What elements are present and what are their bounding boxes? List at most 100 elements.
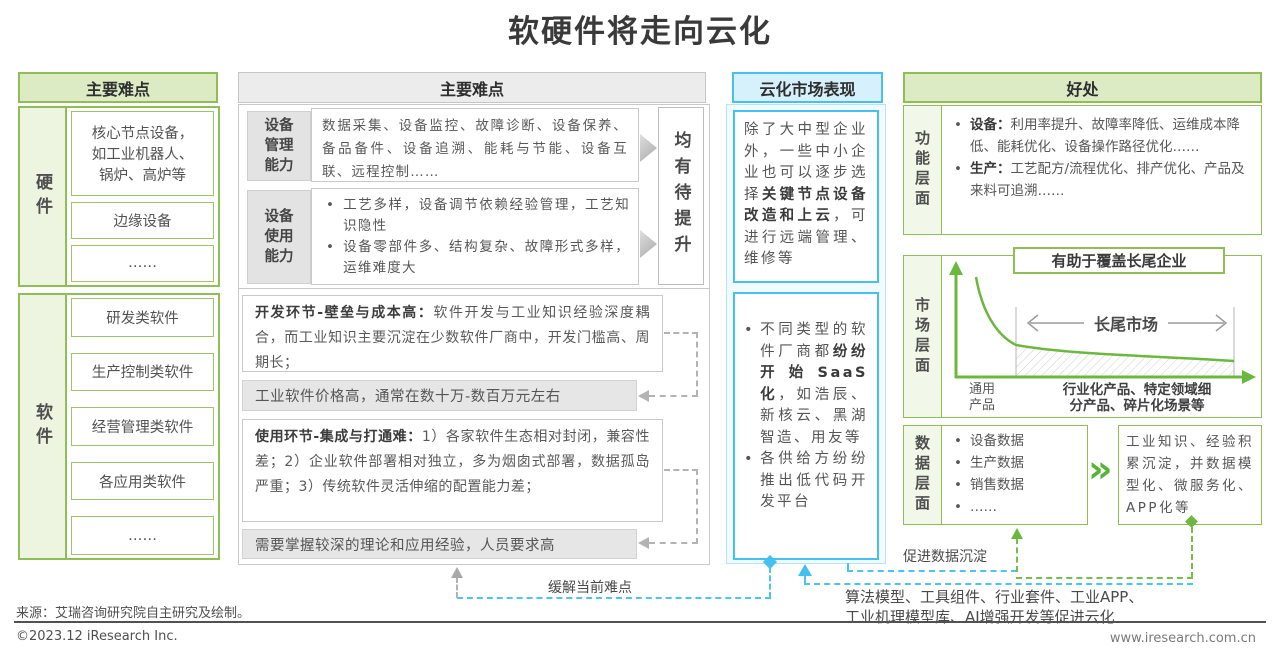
bullet-text: 不同类型的软件厂商都纷纷开始SaaS化，如浩辰、新核云、黑湖智造、用友等	[760, 320, 868, 449]
difficulty-panel-header: 主要难点	[238, 72, 706, 103]
website-url: www.iresearch.com.cn	[1109, 631, 1256, 646]
connector-line	[804, 583, 1193, 585]
connector-line	[649, 542, 698, 544]
connector-line	[1016, 577, 1193, 579]
bullet-dot: •	[744, 322, 756, 338]
bullet-text: 生产：工艺配方/流程优化、排产优化、产品及来料可追溯……	[970, 158, 1253, 202]
b1-pre: 不同类型的软件厂商都	[760, 322, 868, 360]
data-layer-label: 数据层面	[904, 426, 942, 524]
fb1-text: 工艺配方/流程优化、排产优化、产品及来料可追溯……	[969, 161, 1245, 199]
left-arrow-icon	[638, 537, 649, 549]
cloud-box1-post: ，可进行远端管理、维修等	[744, 208, 869, 267]
x-label-generic: 通用 产品	[968, 382, 995, 413]
hardware-item: 边缘设备	[71, 201, 214, 239]
device-usage-bullet: 设备零部件多、结构复杂、故障形式多样，运维难度大	[320, 237, 630, 279]
copyright-note: ©2023.12 iResearch Inc.	[16, 629, 178, 644]
b1-bold: 纷纷开始SaaS化	[760, 343, 868, 403]
usage-difficulty-text: 1）各家软件生态相对封闭，兼容性差；2）企业软件部署相对独立，多为烟囱式部署，数…	[255, 429, 650, 495]
cloud-market-box2: • 不同类型的软件厂商都纷纷开始SaaS化，如浩辰、新核云、黑湖智造、用友等 •…	[733, 292, 879, 560]
bullet-text: 设备零部件多、结构复杂、故障形式多样，运维难度大	[343, 239, 630, 276]
price-difficulty-box: 工业软件价格高，通常在数十万-数百万元左右	[242, 380, 637, 411]
hardware-group-label: 硬件	[20, 108, 67, 285]
left-panel-header: 主要难点	[18, 72, 218, 103]
cloud-box2-bullet1: • 不同类型的软件厂商都纷纷开始SaaS化，如浩辰、新核云、黑湖智造、用友等	[744, 320, 868, 449]
up-arrow-icon	[798, 564, 812, 576]
up-arrow-icon	[451, 567, 463, 578]
source-note: 来源：艾瑞咨询研究院自主研究及绘制。	[16, 606, 251, 621]
long-tail-chart-svg: 长尾市场	[949, 261, 1256, 384]
footer-divider	[14, 621, 1266, 623]
function-bullet: 生产：工艺配方/流程优化、排产优化、产品及来料可追溯……	[948, 158, 1253, 202]
needs-improvement-box: 均有待提升	[658, 107, 704, 285]
cloudify-line2: 工业机理模型库、AI增强开发等促进云化	[845, 608, 1115, 626]
talent-difficulty-box: 需要掌握较深的理论和应用经验，人员要求高	[242, 529, 637, 559]
connector-line	[769, 567, 771, 598]
data-layer-row: 数据层面 设备数据 生产数据 销售数据 ……	[903, 425, 1088, 525]
left-arrow-icon	[638, 390, 649, 402]
software-item: 经营管理类软件	[71, 407, 214, 446]
cloud-market-box1: 除了大中型企业外，一些中小企业也可以逐步选择关键节点设备改造和上云，可进行远端管…	[733, 110, 879, 283]
usage-difficulty-lead: 使用环节-集成与打通难：	[255, 429, 422, 445]
cloud-box1-pre: 除了大中型企业外，一些中小企业也可以逐步选择	[744, 122, 868, 203]
function-bullet: 设备：利用率提升、故障率降低、运维成本降低、能耗优化、设备操作路径优化……	[948, 114, 1253, 158]
software-item: ……	[71, 516, 214, 555]
function-layer-label: 功能层面	[904, 106, 942, 234]
data-bullet: 设备数据	[948, 430, 1079, 452]
data-bullet: 生产数据	[948, 452, 1079, 474]
bullet-text: 销售数据	[969, 477, 1024, 493]
long-tail-annotation: 长尾市场	[1094, 315, 1158, 334]
development-difficulty-lead: 开发环节-壁垒与成本高：	[255, 305, 434, 321]
device-management-text: 数据采集、设备监控、故障诊断、设备保养、备品备件、设备追溯、能耗与节能、设备互联…	[311, 108, 639, 182]
connector-line	[804, 576, 806, 584]
connector-line	[696, 332, 698, 396]
connector-line	[456, 577, 458, 598]
bullet-text: 生产数据	[969, 455, 1024, 471]
bullet-text: 设备数据	[969, 433, 1024, 449]
cloud-panel-header: 云化市场表现	[732, 72, 883, 103]
relieve-label: 缓解当前难点	[548, 580, 632, 596]
bullet-dot: •	[744, 451, 756, 467]
page-title: 软硬件将走向云化	[508, 14, 772, 50]
software-group: 软件 研发类软件 生产控制类软件 经营管理类软件 各应用类软件 ……	[18, 293, 220, 560]
double-chevron-icon: »	[1088, 447, 1113, 491]
connector-line	[847, 570, 1017, 572]
development-difficulty-text: 软件开发与工业知识经验深度耦合，而工业知识主要沉淀在少数软件厂商中，开发门槛高、…	[255, 305, 651, 371]
bullet-text: 工艺多样，设备调节依赖经验管理，工艺知识隐性	[343, 197, 630, 234]
x-label-longtail: 行业化产品、特定领域细 分产品、碎片化场景等	[1062, 382, 1212, 414]
cloud-box2-bullet2: • 各供给方纷纷推出低代码开发平台	[744, 449, 868, 514]
connector-line	[649, 395, 698, 397]
up-arrow-icon	[1011, 528, 1023, 539]
benefits-panel-header: 好处	[903, 72, 1262, 103]
software-item: 研发类软件	[71, 298, 214, 337]
connector-line	[664, 469, 698, 471]
cloud-box1-bold: 关键节点设备改造和上云	[744, 186, 869, 225]
device-usage-bullet: 工艺多样，设备调节依赖经验管理，工艺知识隐性	[320, 195, 630, 237]
device-usage-label: 设备 使用 能力	[247, 190, 311, 284]
development-difficulty-box: 开发环节-壁垒与成本高：软件开发与工业知识经验深度耦合，而工业知识主要沉淀在少数…	[242, 295, 663, 372]
hardware-item: ……	[71, 244, 214, 282]
needs-improvement-text: 均有待提升	[670, 131, 691, 261]
b1-post: ，如浩辰、新核云、黑湖智造、用友等	[760, 386, 868, 446]
connector-line	[696, 469, 698, 544]
data-result-box: 工业知识、经验积累沉淀，并数据模型化、微服务化、APP化等	[1118, 425, 1262, 525]
function-layer-row: 功能层面 设备：利用率提升、故障率降低、运维成本降低、能耗优化、设备操作路径优化…	[903, 105, 1262, 235]
long-tail-chart: 长尾市场 通用 产品 行业化产品、特定领域细 分产品、碎片化场景等	[942, 256, 1261, 417]
software-group-label: 软件	[20, 295, 67, 558]
market-layer-row: 市场层面 长尾市场	[903, 255, 1262, 418]
connector-line	[847, 563, 849, 572]
device-management-label: 设备 管理 能力	[247, 111, 311, 181]
bullet-text: 各供给方纷纷推出低代码开发平台	[760, 451, 868, 510]
connector-line	[1191, 527, 1193, 578]
data-bullet: ……	[948, 496, 1079, 518]
software-item: 生产控制类软件	[71, 352, 214, 392]
usage-difficulty-box: 使用环节-集成与打通难：1）各家软件生态相对封闭，兼容性差；2）企业软件部署相对…	[242, 419, 663, 522]
connector-line	[664, 332, 698, 334]
software-item: 各应用类软件	[71, 461, 214, 501]
data-bullet: 销售数据	[948, 474, 1079, 496]
promote-label: 促进数据沉淀	[903, 549, 987, 565]
hardware-item: 核心节点设备， 如工业机器人、 锅炉、高炉等	[71, 111, 214, 196]
bullet-text: 设备：利用率提升、故障率降低、运维成本降低、能耗优化、设备操作路径优化……	[970, 114, 1253, 158]
device-usage-box: 工艺多样，设备调节依赖经验管理，工艺知识隐性 设备零部件多、结构复杂、故障形式多…	[311, 188, 639, 285]
chart-title-box: 有助于覆盖长尾企业	[1013, 247, 1225, 274]
